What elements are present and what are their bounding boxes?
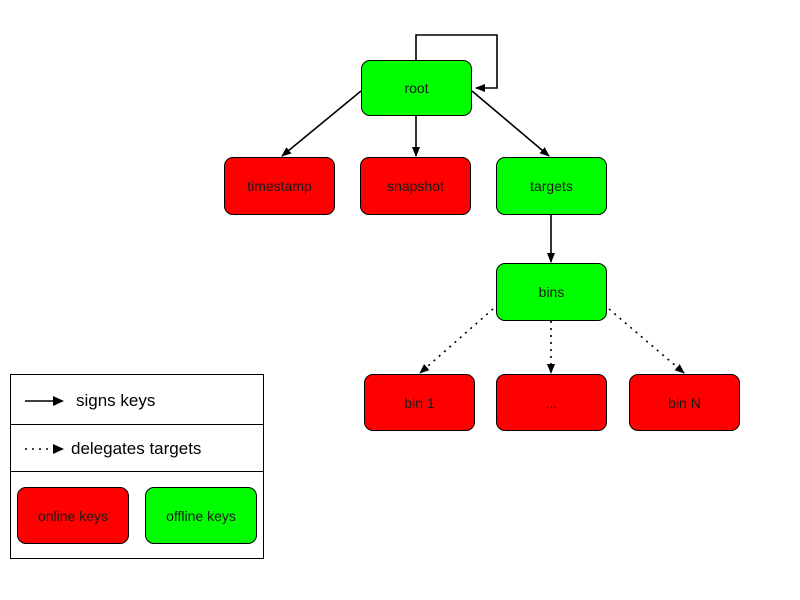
edge-bins-bin1 <box>419 308 494 374</box>
node-bin-n-label: bin N <box>668 394 701 411</box>
edge-bins-binN <box>608 308 685 374</box>
node-bins-label: bins <box>538 284 565 300</box>
legend-delegates-targets-label: delegates targets <box>71 439 202 458</box>
node-snapshot: snapshot <box>360 157 471 215</box>
node-bin-ellipsis-label: ... <box>545 394 558 411</box>
node-targets: targets <box>496 157 607 215</box>
legend-online-keys-swatch: online keys <box>17 487 129 544</box>
edge-root-timestamp <box>281 90 362 157</box>
node-bin-1: bin 1 <box>364 374 475 431</box>
node-root: root <box>361 60 472 116</box>
legend-row-signs-keys: signs keys <box>11 381 263 421</box>
legend-offline-keys-label: offline keys <box>166 507 236 524</box>
legend-signs-keys-label: signs keys <box>76 391 156 410</box>
node-timestamp: timestamp <box>224 157 335 215</box>
legend-row-delegates-targets: delegates targets <box>11 429 263 469</box>
node-bin-n: bin N <box>629 374 740 431</box>
node-bins: bins <box>496 263 607 321</box>
node-bin-ellipsis: ... <box>496 374 607 431</box>
dotted-arrow-icon <box>25 444 64 454</box>
legend-divider <box>11 424 263 425</box>
edge-root-targets <box>471 90 550 157</box>
legend-online-keys-label: online keys <box>37 507 109 524</box>
node-root-label: root <box>404 80 429 96</box>
legend-offline-keys-swatch: offline keys <box>145 487 257 544</box>
node-timestamp-label: timestamp <box>247 178 312 194</box>
solid-arrow-icon <box>25 396 64 406</box>
edge-root-self-loop <box>415 34 498 92</box>
node-bin-1-label: bin 1 <box>404 394 435 411</box>
node-targets-label: targets <box>530 178 573 194</box>
legend-divider <box>11 471 263 472</box>
legend: signs keys delegates targets online keys… <box>10 374 264 559</box>
node-snapshot-label: snapshot <box>387 178 444 194</box>
